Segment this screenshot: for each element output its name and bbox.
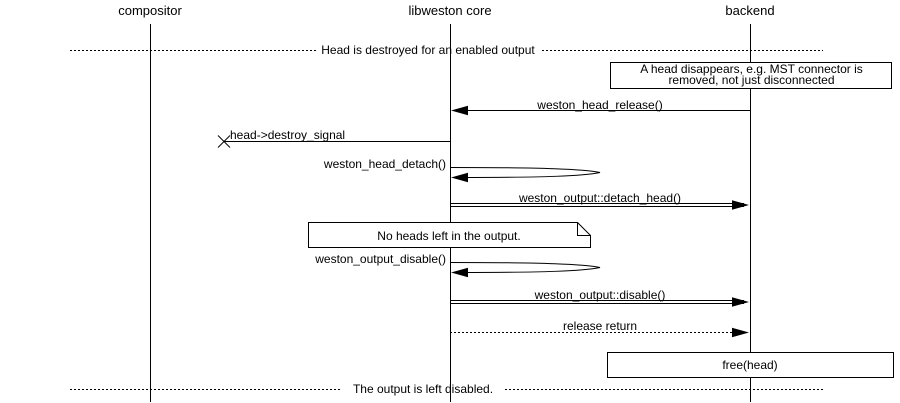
- message-label-weston-output-disable: weston_output::disable(): [534, 288, 666, 302]
- message-label-weston-head-release: weston_head_release(): [537, 98, 663, 112]
- arrow-weston-output-detach-head: [450, 200, 749, 210]
- actor-label-compositor: compositor: [118, 3, 182, 18]
- message-label-release-return: release return: [562, 319, 638, 333]
- arrowhead-right-icon: [732, 297, 749, 307]
- message-label-weston-output-disable-call: weston_output_disable(): [315, 252, 446, 266]
- lost-message-x-icon: [217, 135, 231, 148]
- message-label-weston-output-detach-head: weston_output::detach_head(): [518, 191, 682, 205]
- arrowhead-left-icon: [451, 267, 468, 278]
- note-line: A head disappears, e.g. MST connector is: [640, 62, 863, 76]
- note-text-head-disappears: A head disappears, e.g. MST connector is…: [611, 62, 892, 87]
- arrow-weston-head-detach-self: [449, 167, 601, 183]
- actor-label-libweston-core: libweston core: [408, 3, 492, 18]
- note-text-free-head: free(head): [722, 358, 778, 372]
- note-box-free-head: [607, 352, 894, 378]
- note-line: removed, not just disconnected: [668, 73, 835, 87]
- message-label-weston-head-detach: weston_head_detach(): [323, 157, 446, 171]
- arrowhead-left-icon: [451, 172, 468, 183]
- note-box-head-disappears: [610, 62, 892, 89]
- actor-label-backend: backend: [725, 3, 775, 18]
- message-label-head-destroy-signal: head->destroy_signal: [230, 128, 346, 142]
- arrow-weston-output-disable: [450, 297, 749, 307]
- note-folded-corner-icon: [577, 222, 591, 236]
- note-box-no-heads-left: [308, 222, 591, 248]
- arrowhead-right-icon: [732, 200, 749, 210]
- arrow-head-destroy-signal: [217, 135, 450, 148]
- arrowhead-right-icon: [732, 327, 749, 338]
- arrow-weston-head-release: [451, 105, 750, 116]
- divider-bottom-text: The output is left disabled.: [352, 382, 494, 396]
- arrow-release-return: [450, 327, 749, 338]
- note-text-no-heads-left: No heads left in the output.: [377, 229, 521, 243]
- arrowhead-left-icon: [451, 105, 468, 116]
- arrow-weston-output-disable-self: [449, 262, 601, 278]
- divider-top-text: Head is destroyed for an enabled output: [321, 43, 535, 57]
